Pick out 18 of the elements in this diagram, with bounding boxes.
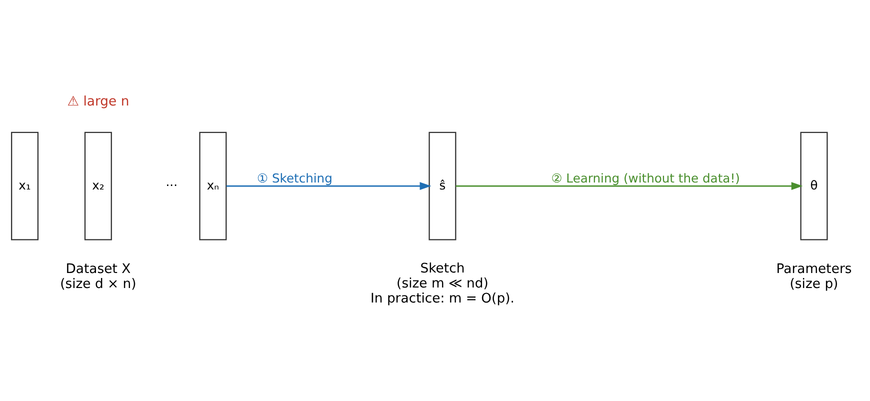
node-label: (size p)	[790, 276, 838, 292]
node-label: (size m ≪ nd)	[396, 276, 488, 292]
node-box: x₂	[84, 131, 112, 240]
node-box: xₙ	[199, 131, 227, 240]
label: ⚠ large n	[67, 94, 130, 110]
label: Dataset X	[66, 262, 131, 277]
node-box: x₁	[11, 131, 39, 240]
edge-label: ② Learning (without the data!)	[551, 171, 740, 186]
node-box: θ	[800, 131, 828, 240]
arrow	[456, 182, 803, 190]
node-label: In practice: m = O(p).	[370, 291, 514, 306]
node-box: ŝ	[428, 131, 456, 240]
node-label: Sketch	[420, 261, 465, 276]
label: (size d × n)	[60, 276, 136, 292]
label: ···	[166, 178, 178, 192]
node-label: Parameters	[776, 262, 852, 277]
arrow	[226, 182, 432, 190]
edge-label: ① Sketching	[257, 171, 332, 186]
